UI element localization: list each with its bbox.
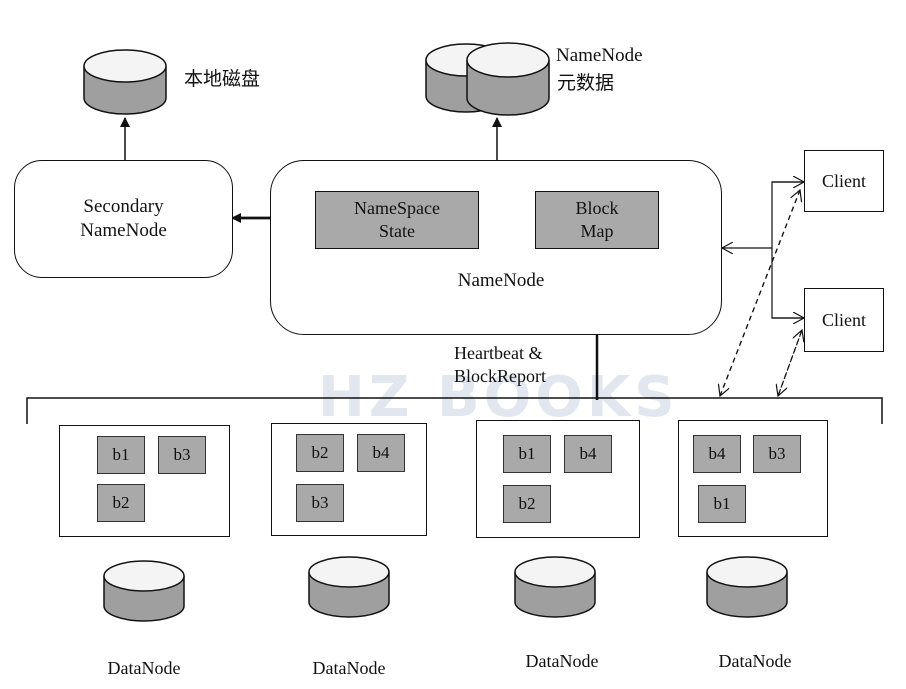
client-box-1: Client (804, 150, 884, 212)
datanode-label-1: DataNode (107, 658, 181, 678)
local-disk-label: 本地磁盘 (184, 68, 261, 90)
heartbeat-line2: BlockReport (454, 365, 546, 386)
blockmap-label-line2: Map (580, 220, 614, 241)
block-map-box: Block Map (535, 191, 659, 249)
metadata-disk-icon (425, 42, 550, 116)
block-b4: b4 (693, 435, 741, 473)
block-b2: b2 (296, 434, 344, 472)
client-label-1: Client (822, 171, 866, 191)
client-box-2: Client (804, 288, 884, 352)
datanode-box-2: b2 b4 b3 (271, 423, 427, 536)
block-b4: b4 (564, 435, 612, 473)
namespace-label-line1: NameSpace (354, 198, 440, 218)
block-b3: b3 (158, 436, 206, 474)
block-b1: b1 (503, 435, 551, 473)
block-b2: b2 (97, 484, 145, 522)
datanode-label-2: DataNode (312, 658, 386, 678)
secondary-label-line1: Secondary (83, 196, 164, 217)
secondary-label-line2: NameNode (80, 219, 167, 241)
client-label-2: Client (822, 310, 866, 330)
namenode-label: NameNode (457, 270, 545, 291)
datanode-label-4: DataNode (718, 651, 792, 671)
metadata-label-line2: 元数据 (557, 72, 615, 94)
block-b4: b4 (357, 434, 405, 472)
heartbeat-label: Heartbeat & BlockReport (454, 342, 546, 387)
block-b3: b3 (296, 484, 344, 522)
block-b2: b2 (503, 485, 551, 523)
block-b1: b1 (97, 436, 145, 474)
namespace-state-box: NameSpace State (315, 191, 479, 249)
block-b1: b1 (698, 485, 746, 523)
datanode-disk-icon-2 (308, 556, 390, 618)
namespace-label-line2: State (379, 220, 415, 241)
datanode-box-3: b1 b4 b2 (476, 420, 640, 538)
block-b3: b3 (753, 435, 801, 473)
datanode-label-3: DataNode (525, 651, 599, 671)
namenode-box: NameSpace State Block Map NameNode (270, 160, 722, 335)
blockmap-label-line1: Block (575, 198, 619, 218)
datanode-box-1: b1 b3 b2 (59, 425, 230, 537)
datanode-box-4: b4 b3 b1 (678, 420, 828, 537)
secondary-namenode-box: Secondary NameNode (14, 160, 233, 278)
metadata-label-line1: NameNode (556, 45, 643, 66)
datanode-disk-icon-1 (103, 560, 185, 622)
local-disk-icon (83, 49, 167, 115)
heartbeat-line1: Heartbeat & (454, 343, 543, 363)
datanode-disk-icon-3 (514, 556, 596, 618)
datanode-disk-icon-4 (706, 556, 788, 618)
